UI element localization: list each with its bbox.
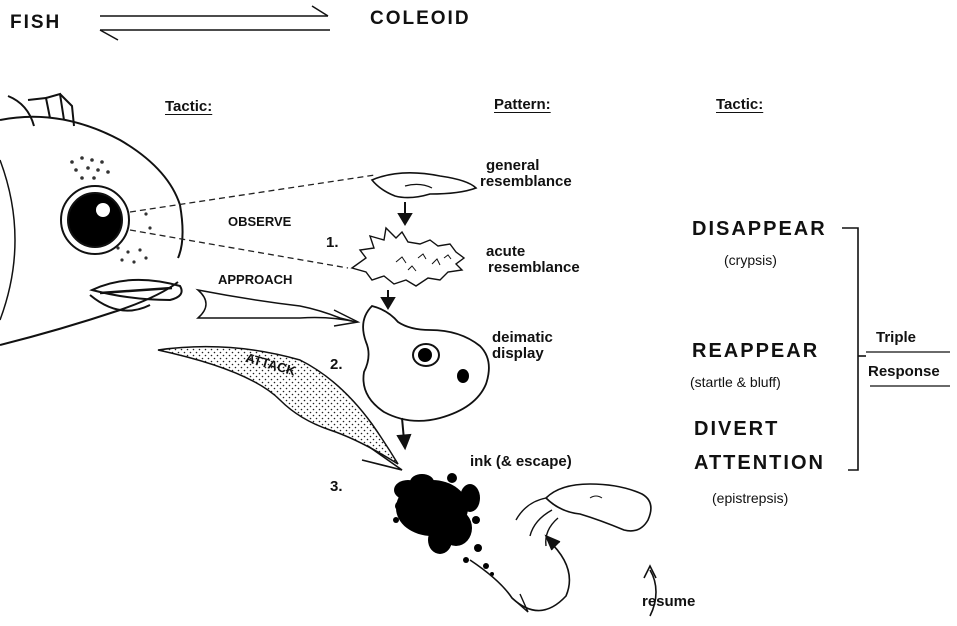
- response-label: Response: [868, 364, 940, 380]
- escape-path: [470, 540, 569, 611]
- general-resemblance-line-1: general: [480, 158, 572, 174]
- resume-label: resume: [642, 594, 695, 610]
- escaping-coleoid-sketch: [546, 484, 651, 531]
- step-3-number: 3.: [330, 478, 343, 495]
- attention-tactic: ATTENTION: [694, 452, 825, 475]
- pattern-heading: Pattern:: [494, 96, 551, 113]
- general-resemblance-label: general resemblance: [480, 158, 572, 190]
- observe-label: OBSERVE: [228, 214, 291, 229]
- acute-resemblance-line-1: acute: [478, 244, 580, 260]
- triple-response-bracket: [842, 228, 858, 470]
- epistrepsis-label: (epistrepsis): [712, 490, 788, 506]
- triple-label: Triple: [876, 330, 916, 346]
- coleoid-heading: COLEOID: [370, 8, 471, 30]
- divert-tactic: DIVERT: [694, 418, 779, 441]
- fish-drawing: [0, 94, 183, 345]
- tactic-right-heading: Tactic:: [716, 96, 763, 113]
- startle-bluff-label: (startle & bluff): [690, 374, 781, 390]
- acute-resemblance-label: acute resemblance: [478, 244, 580, 276]
- step-2-number: 2.: [330, 356, 343, 373]
- deimatic-display-line-1: deimatic: [492, 330, 553, 346]
- acute-resemblance-sketch: [352, 228, 464, 286]
- reappear-tactic: REAPPEAR: [692, 340, 819, 363]
- ink-cloud: [393, 473, 494, 576]
- tactic-left-heading: Tactic:: [165, 98, 212, 115]
- disappear-tactic: DISAPPEAR: [692, 218, 827, 241]
- deimatic-display-label: deimatic display: [492, 330, 553, 362]
- ink-escape-label: ink (& escape): [470, 454, 572, 470]
- step-1-number: 1.: [326, 234, 339, 251]
- approach-arrow: [198, 290, 356, 322]
- exchange-arrows: [100, 6, 330, 40]
- deimatic-display-line-2: display: [492, 346, 553, 362]
- crypsis-label: (crypsis): [724, 252, 777, 268]
- acute-resemblance-line-2: resemblance: [478, 260, 580, 276]
- general-resemblance-line-2: resemblance: [480, 174, 572, 190]
- approach-label: APPROACH: [218, 272, 292, 287]
- fish-heading: FISH: [10, 12, 61, 34]
